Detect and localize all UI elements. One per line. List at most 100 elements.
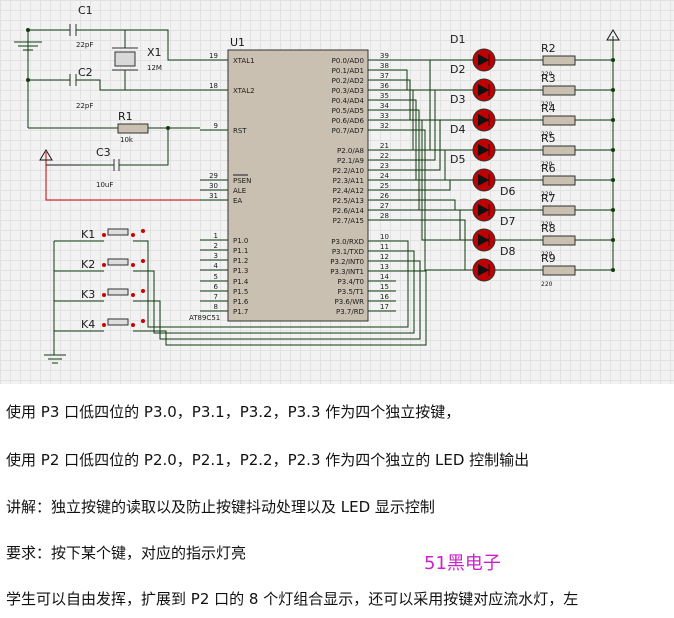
- key-label: K2: [81, 258, 95, 271]
- pin-name: P0.3/AD3: [332, 87, 364, 95]
- pin-name: P1.3: [233, 267, 248, 275]
- wire: [143, 240, 409, 328]
- mcu-part: AT89C51: [189, 314, 220, 322]
- pin-number: 33: [380, 112, 389, 120]
- resistor-body: [542, 175, 576, 186]
- crystal-body: [114, 51, 136, 67]
- led-label: D3: [450, 93, 465, 106]
- led-symbol: [478, 264, 489, 276]
- pin-number: 30: [209, 182, 218, 190]
- pin-name: P1.1: [233, 247, 248, 255]
- junction-dot: [26, 78, 30, 82]
- resistor-ref: R5: [541, 132, 556, 145]
- wire: [396, 209, 473, 241]
- pin-name: P2.3/A11: [333, 177, 364, 185]
- key-plate: [107, 258, 129, 266]
- pin-number: 1: [214, 232, 218, 240]
- pin-name: XTAL1: [233, 57, 255, 65]
- key-label: K3: [81, 288, 95, 301]
- wire: [76, 29, 200, 61]
- pin-number: 29: [209, 172, 218, 180]
- wire: [396, 119, 473, 171]
- key-plate: [107, 318, 129, 326]
- pin-number: 2: [214, 242, 218, 250]
- wire: [119, 128, 169, 166]
- pin-number: 21: [380, 142, 389, 150]
- pin-name: P0.2/AD2: [332, 77, 364, 85]
- c1-value: 22pF: [76, 41, 93, 49]
- resistor-ref: R3: [541, 72, 556, 85]
- pin-number: 23: [380, 162, 389, 170]
- vcc-arrow: [39, 149, 53, 161]
- pin-name: P3.0/RXD: [331, 238, 364, 246]
- pin-number: 18: [209, 82, 218, 90]
- pin-name: P1.6: [233, 298, 249, 306]
- resistor-ref: R2: [541, 42, 556, 55]
- description-line-2: 使用 P2 口低四位的 P2.0，P2.1，P2.2，P2.3 作为四个独立的 …: [6, 451, 530, 469]
- led-symbol: [478, 204, 489, 216]
- resistor-body: [542, 115, 576, 126]
- key-contact: [141, 229, 145, 233]
- key-contact: [102, 293, 106, 297]
- pin-number: 26: [380, 192, 389, 200]
- pin-number: 36: [380, 82, 389, 90]
- c1-ref: C1: [78, 4, 93, 17]
- resistor-value: 220: [541, 161, 553, 168]
- pin-name: XTAL2: [233, 87, 255, 95]
- pin-number: 28: [380, 212, 389, 220]
- key-label: K1: [81, 228, 95, 241]
- pin-number: 7: [214, 293, 218, 301]
- pin-name: P0.4/AD4: [332, 97, 365, 105]
- key-contact: [141, 259, 145, 263]
- pin-name: PSEN: [233, 177, 251, 185]
- pin-name: P3.3/INT1: [330, 268, 364, 276]
- pin-number: 22: [380, 152, 389, 160]
- pin-number: 4: [214, 262, 219, 270]
- pin-name: RST: [233, 127, 247, 135]
- key-contact: [131, 233, 135, 237]
- resistor-body: [542, 205, 576, 216]
- pin-number: 37: [380, 72, 389, 80]
- pin-number: 19: [209, 52, 218, 60]
- resistor-body: [542, 85, 576, 96]
- pin-number: 8: [214, 303, 218, 311]
- pin-name: P2.0/A8: [337, 147, 364, 155]
- pin-number: 39: [380, 52, 389, 60]
- pin-number: 34: [380, 102, 389, 110]
- c2-value: 22pF: [76, 102, 93, 110]
- resistor-value: 220: [541, 101, 553, 108]
- resistor-ref: R6: [541, 162, 556, 175]
- led-symbol: [478, 54, 489, 66]
- pin-number: 13: [380, 263, 389, 271]
- description-line-1: 使用 P3 口低四位的 P3.0，P3.1，P3.2，P3.3 作为四个独立按键…: [6, 403, 461, 421]
- junction-dot: [26, 28, 30, 32]
- led-symbol: [478, 114, 489, 126]
- key-contact: [141, 319, 145, 323]
- pin-name: EA: [233, 197, 242, 205]
- resistor-body: [542, 145, 576, 156]
- led-symbol: [478, 84, 489, 96]
- pin-name: P2.2/A10: [333, 167, 364, 175]
- pin-name: P3.6/WR: [335, 298, 365, 306]
- wire: [396, 219, 473, 271]
- pin-name: P0.6/AD6: [332, 117, 365, 125]
- r1-ref: R1: [118, 110, 133, 123]
- resistor-ref: R7: [541, 192, 556, 205]
- pin-name: P2.6/A14: [333, 207, 365, 215]
- pin-number: 11: [380, 243, 389, 251]
- pin-name: P0.1/AD1: [332, 67, 364, 75]
- description-line-3: 讲解：独立按键的读取以及防止按键抖动处理以及 LED 显示控制: [6, 498, 435, 516]
- vcc-wire: [45, 152, 200, 201]
- led-symbol: [478, 234, 489, 246]
- crystal-value: 12M: [147, 64, 162, 72]
- pin-number: 10: [380, 233, 389, 241]
- resistor-value: 220: [541, 281, 553, 288]
- pin-name: P1.4: [233, 278, 249, 286]
- key-contact: [141, 289, 145, 293]
- pin-number: 31: [209, 192, 218, 200]
- wire: [396, 149, 473, 181]
- pin-number: 25: [380, 182, 389, 190]
- pin-name: P3.1/TXD: [332, 248, 364, 256]
- c2-ref: C2: [78, 66, 93, 79]
